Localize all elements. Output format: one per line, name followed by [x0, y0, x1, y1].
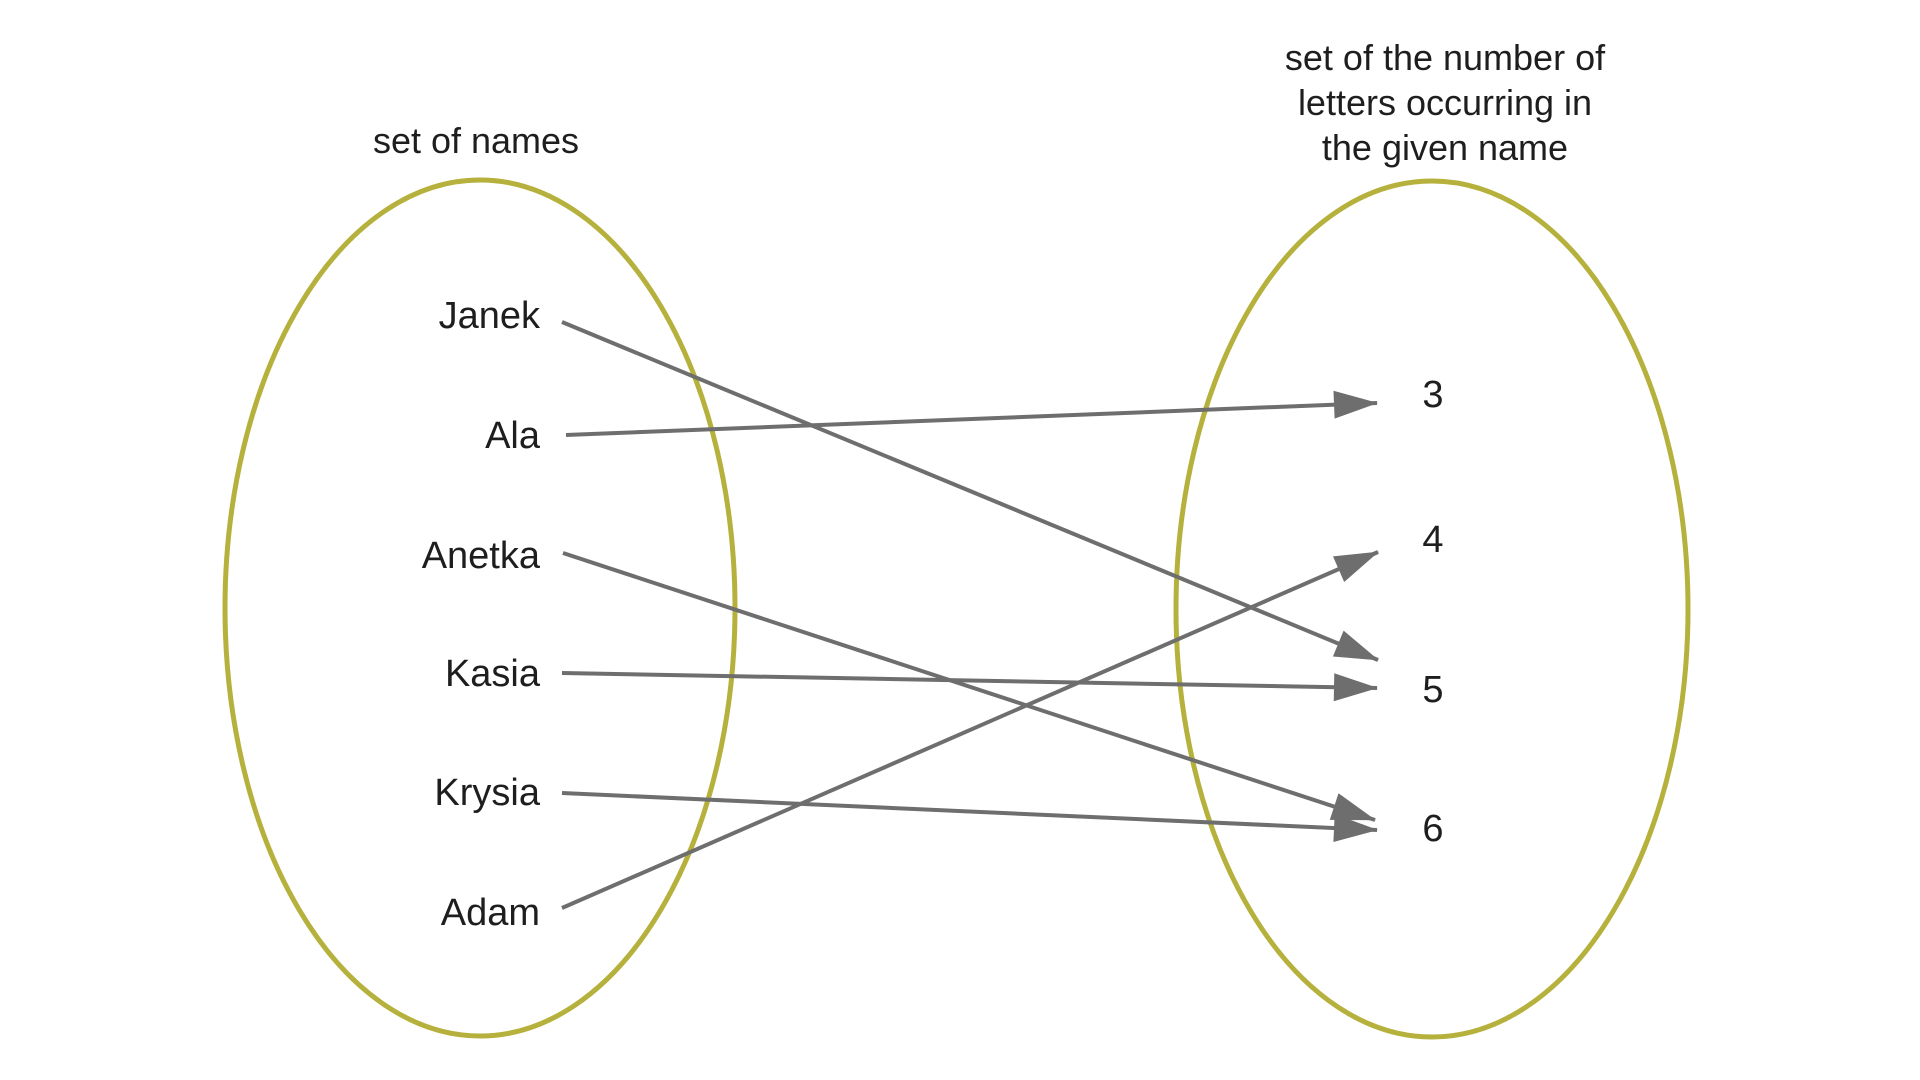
right-set-title-line-1: set of the number of — [1285, 37, 1606, 78]
left-set-title: set of names — [373, 120, 579, 161]
left-item-kasia: Kasia — [445, 653, 541, 695]
left-item-ala: Ala — [485, 415, 541, 457]
left-item-krysia: Krysia — [434, 772, 540, 814]
arrow-krysia-to-6 — [561, 791, 1378, 843]
right-set-title-line-2: letters occurring in — [1298, 82, 1592, 123]
arrow-ala-to-3 — [565, 390, 1378, 437]
arrow-anetka-to-6 — [562, 551, 1376, 822]
right-set-ellipse — [1173, 178, 1691, 1040]
arrow-kasia-to-5 — [561, 671, 1378, 702]
left-item-anetka: Anetka — [422, 535, 541, 577]
right-item-5: 5 — [1422, 669, 1443, 711]
arrow-janek-to-5 — [561, 320, 1379, 662]
right-item-6: 6 — [1422, 808, 1443, 850]
arrow-adam-to-4 — [561, 550, 1379, 910]
right-item-3: 3 — [1422, 374, 1443, 416]
left-item-janek: Janek — [439, 295, 541, 337]
right-set-title-line-3: the given name — [1322, 127, 1568, 168]
right-item-4: 4 — [1422, 519, 1443, 561]
left-item-adam: Adam — [441, 892, 540, 934]
